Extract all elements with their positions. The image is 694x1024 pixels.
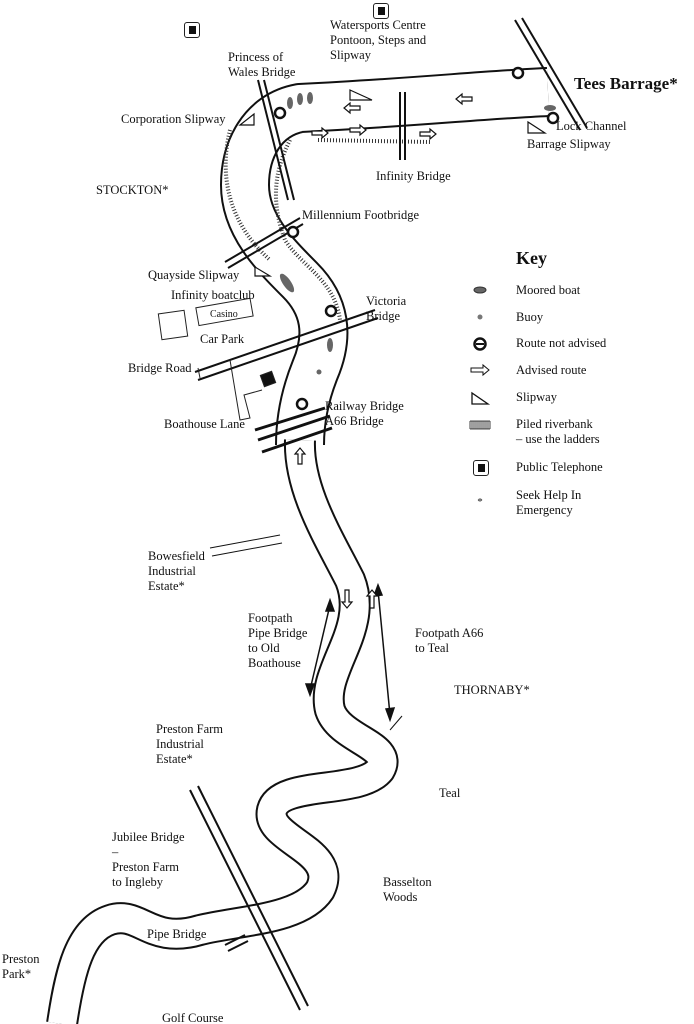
label-victoria-bridge: Victoria Bridge [366, 294, 407, 323]
label-tees-barrage: Tees Barrage* [574, 74, 678, 93]
railway-bridge [254, 406, 326, 432]
label-lock-channel: Lock Channel [556, 119, 627, 133]
key-label: Seek Help In Emergency [516, 488, 582, 517]
roads [157, 297, 277, 421]
pipe-bridge [224, 934, 246, 946]
key-label: Advised route [516, 363, 587, 377]
key-label: Route not advised [516, 336, 607, 350]
a66-bridge [261, 426, 333, 454]
key-item-moored-boat: Moored boat [468, 283, 688, 303]
telephone-icon [373, 3, 389, 19]
label-corporation-slipway: Corporation Slipway [121, 112, 226, 126]
tees-barrage [514, 19, 581, 131]
label-preston-park: Preston Park* [2, 952, 40, 981]
label-golf-course: Golf Course [162, 1011, 224, 1024]
label-casino: Casino [210, 309, 238, 320]
label-jubilee-bridge: Jubilee Bridge – Preston Farm to Ingleby [112, 830, 185, 889]
key-title: Key [516, 248, 547, 268]
route-not-advised-markers [273, 66, 560, 411]
label-pipe-bridge: Pipe Bridge [147, 927, 207, 941]
key-item-slipway: Slipway [468, 390, 688, 410]
label-stockton: STOCKTON* [96, 183, 169, 197]
princess-of-wales-bridge [257, 79, 289, 201]
moored-boats [279, 92, 556, 375]
key-label: Public Telephone [516, 460, 603, 474]
label-car-park: Car Park [200, 332, 245, 346]
key-label: Slipway [516, 390, 557, 404]
label-bridge-road: Bridge Road [128, 361, 192, 375]
label-bowesfield: Bowesfield Industrial Estate* [148, 549, 205, 593]
label-basselton-woods: Basselton Woods [383, 875, 432, 904]
label-preston-farm: Preston Farm Industrial Estate* [156, 722, 224, 766]
key-label: Piled riverbank – use the ladders [516, 417, 600, 446]
label-boathouse-lane: Boathouse Lane [164, 417, 245, 431]
label-princess-bridge: Princess of Wales Bridge [228, 50, 296, 79]
label-watersports: Watersports Centre Pontoon, Steps and Sl… [330, 18, 427, 62]
key-label: Buoy [516, 310, 544, 324]
victoria-bridge [194, 309, 376, 373]
label-infinity-boatclub: Infinity boatclub [171, 288, 255, 302]
millennium-footbridge [224, 217, 301, 263]
key-item-seek-help: * Seek Help In Emergency [468, 488, 688, 522]
label-millennium-footbridge: Millennium Footbridge [302, 208, 420, 222]
advised-route-arrows [293, 92, 473, 609]
label-railway-bridge: Railway Bridge A66 Bridge [325, 399, 404, 428]
label-footpath-a66: Footpath A66 to Teal [415, 626, 484, 655]
telephone-icon [184, 22, 200, 38]
label-barrage-slipway: Barrage Slipway [527, 137, 611, 151]
asterisk-icon: * [477, 496, 483, 508]
key-label: Moored boat [516, 283, 581, 297]
label-thornaby: THORNABY* [454, 683, 530, 697]
label-footpath-pipe: Footpath Pipe Bridge to Old Boathouse [248, 611, 308, 670]
jubilee-bridge [189, 789, 301, 1011]
key-item-route-not-advised: Route not advised [468, 336, 688, 356]
slipways [238, 89, 548, 277]
footpath-arrows [304, 582, 396, 723]
label-quayside-slipway: Quayside Slipway [148, 268, 240, 282]
key-item-telephone: Public Telephone [468, 460, 688, 480]
piled-bank [223, 129, 431, 321]
key-item-buoy: Buoy [468, 310, 688, 330]
label-teal: Teal [439, 786, 461, 800]
bridges [189, 17, 588, 1011]
key-item-piled-bank: Piled riverbank – use the ladders [468, 417, 688, 451]
label-infinity-bridge: Infinity Bridge [376, 169, 451, 183]
key-item-advised-route: Advised route [468, 363, 688, 383]
